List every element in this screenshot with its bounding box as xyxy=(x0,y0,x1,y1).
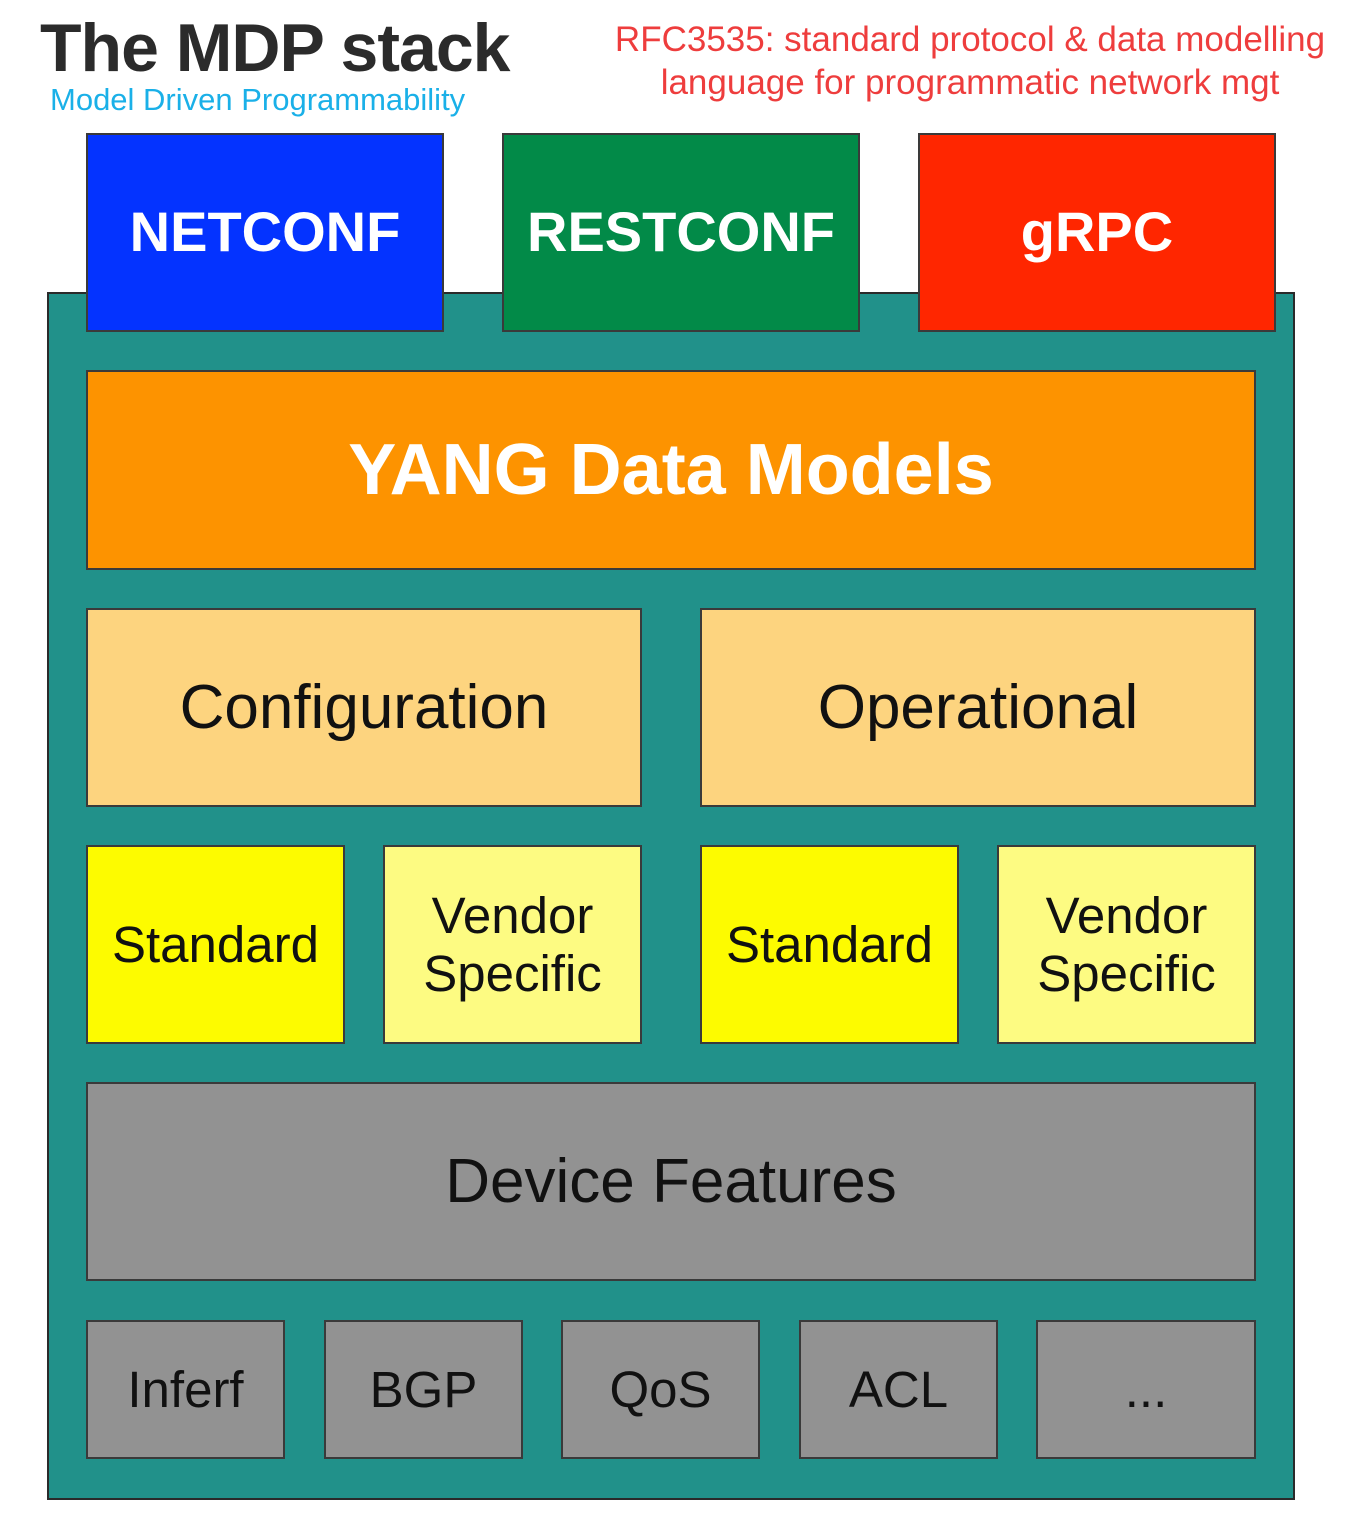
operational-box: Operational xyxy=(700,608,1256,807)
device-features-layer: Device Features xyxy=(86,1082,1256,1281)
oper-standard-box: Standard xyxy=(700,845,959,1044)
yang-data-models-layer: YANG Data Models xyxy=(86,370,1256,570)
configuration-box: Configuration xyxy=(86,608,642,807)
protocol-grpc: gRPC xyxy=(918,133,1276,332)
feature-qos-box: QoS xyxy=(561,1320,760,1459)
feature-bgp-box: BGP xyxy=(324,1320,523,1459)
diagram-subtitle: Model Driven Programmability xyxy=(50,82,466,117)
rfc-annotation-line-2: language for programmatic network mgt xyxy=(660,63,1280,102)
diagram-title: The MDP stack xyxy=(40,10,510,86)
protocol-restconf: RESTCONF xyxy=(502,133,860,332)
feature-more-box: ... xyxy=(1036,1320,1256,1459)
protocol-netconf: NETCONF xyxy=(86,133,444,332)
feature-acl-box: ACL xyxy=(799,1320,998,1459)
rfc-annotation-line-1: RFC3535: standard protocol & data modell… xyxy=(614,20,1326,59)
feature-interface-box: Inferf xyxy=(86,1320,285,1459)
config-standard-box: Standard xyxy=(86,845,345,1044)
rfc-annotation: RFC3535: standard protocol & data modell… xyxy=(580,18,1360,104)
